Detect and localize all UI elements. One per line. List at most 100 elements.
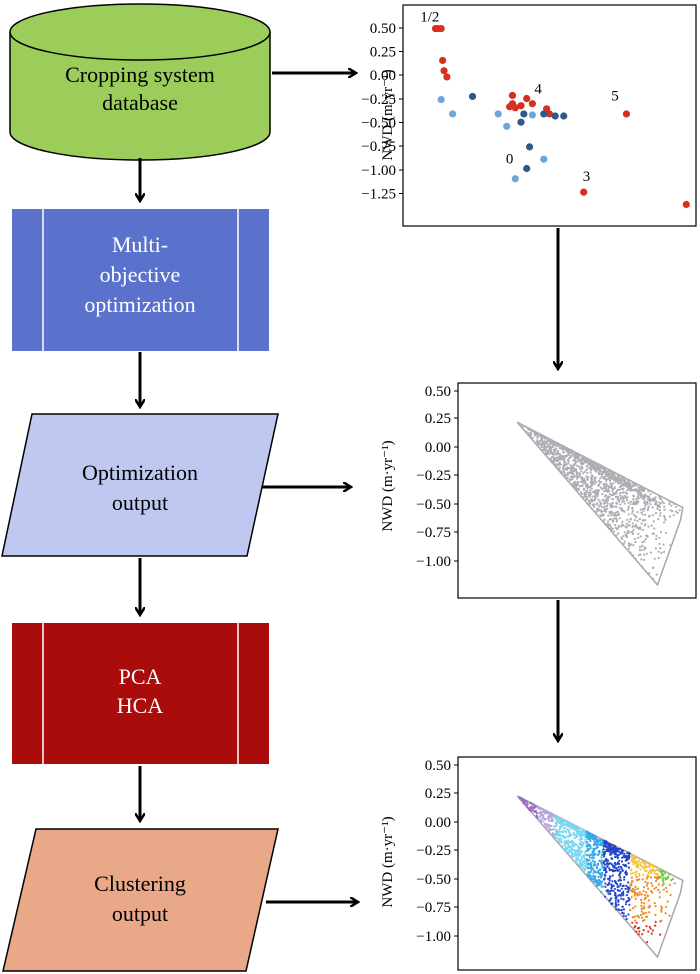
data-point — [603, 855, 606, 858]
data-point — [562, 821, 565, 824]
data-point — [621, 495, 624, 498]
data-point — [529, 431, 532, 434]
data-point — [650, 882, 653, 885]
data-point — [611, 527, 614, 530]
data-point — [654, 503, 657, 506]
data-point — [619, 851, 622, 854]
data-point — [535, 812, 539, 815]
data-point — [636, 491, 640, 494]
data-point — [662, 869, 665, 873]
data-point — [639, 508, 642, 511]
data-point — [565, 467, 568, 470]
chart3-ylabel: NWD (m·yr⁻¹) — [380, 816, 396, 907]
data-point — [626, 857, 629, 860]
data-point — [615, 496, 618, 499]
data-point — [606, 883, 609, 887]
data-point — [627, 896, 630, 900]
data-point — [678, 509, 681, 512]
data-point — [624, 859, 627, 862]
data-point — [632, 907, 635, 910]
data-point — [566, 454, 569, 457]
data-point — [536, 435, 539, 438]
data-point — [580, 492, 584, 495]
data-point — [636, 927, 640, 930]
data-point — [615, 534, 618, 537]
data-point — [590, 877, 594, 881]
data-point — [596, 862, 600, 865]
data-point — [573, 480, 577, 483]
data-point — [584, 833, 587, 836]
data-point — [587, 491, 590, 495]
data-point — [625, 522, 628, 525]
data-point — [647, 887, 650, 890]
chart2-yticks: 0.500.250.00−0.25−0.50−0.75−1.00 — [416, 384, 458, 570]
data-point — [563, 458, 566, 461]
data-point — [592, 864, 596, 867]
data-point — [636, 499, 639, 502]
data-point — [590, 477, 593, 480]
data-point — [620, 478, 623, 481]
data-point — [598, 468, 601, 471]
data-point — [439, 56, 447, 65]
data-point — [614, 856, 617, 859]
data-point — [671, 877, 675, 881]
data-point — [607, 514, 610, 517]
data-point — [628, 520, 631, 523]
data-point — [531, 809, 534, 812]
data-point — [607, 877, 610, 881]
data-point — [616, 850, 619, 853]
data-point — [597, 871, 600, 874]
data-point — [608, 875, 612, 878]
data-point — [562, 465, 566, 468]
pca-hca-node: PCA HCA — [12, 623, 269, 764]
data-point — [602, 487, 605, 490]
data-point — [630, 876, 634, 879]
data-point — [663, 550, 666, 554]
data-point — [647, 872, 650, 876]
data-point — [620, 866, 623, 869]
data-point — [643, 524, 647, 527]
data-point — [612, 848, 615, 851]
data-point — [617, 894, 620, 897]
data-point — [635, 870, 638, 873]
data-point — [579, 835, 583, 838]
data-point — [634, 888, 637, 891]
data-point — [511, 104, 519, 112]
data-point — [506, 103, 514, 111]
data-point — [622, 484, 625, 487]
data-point — [664, 518, 667, 522]
data-point — [610, 844, 613, 847]
data-point — [585, 858, 589, 861]
data-point — [614, 896, 617, 900]
data-point — [537, 811, 541, 815]
data-point — [634, 919, 637, 922]
optimization-output-node: Optimization output — [1, 413, 279, 557]
data-point — [666, 900, 669, 903]
data-point — [595, 882, 599, 885]
data-point — [631, 510, 634, 513]
data-point — [589, 481, 592, 484]
data-point — [632, 544, 635, 547]
data-point — [668, 503, 671, 506]
data-point — [609, 525, 612, 529]
data-point — [511, 175, 519, 183]
data-point — [619, 497, 622, 500]
data-point — [643, 905, 646, 908]
data-point — [586, 849, 589, 852]
data-point — [631, 522, 635, 525]
data-point — [617, 532, 620, 535]
data-point — [543, 448, 546, 451]
data-point — [624, 491, 627, 494]
data-point — [542, 825, 545, 828]
data-point — [569, 478, 572, 481]
data-point — [609, 862, 612, 865]
data-point — [604, 885, 607, 889]
data-point — [579, 467, 582, 470]
optimization-box — [12, 209, 269, 351]
data-point — [551, 446, 554, 449]
data-point — [643, 487, 646, 491]
data-point — [608, 511, 611, 514]
data-point — [536, 439, 539, 442]
data-point — [555, 452, 558, 455]
data-point — [625, 865, 628, 868]
